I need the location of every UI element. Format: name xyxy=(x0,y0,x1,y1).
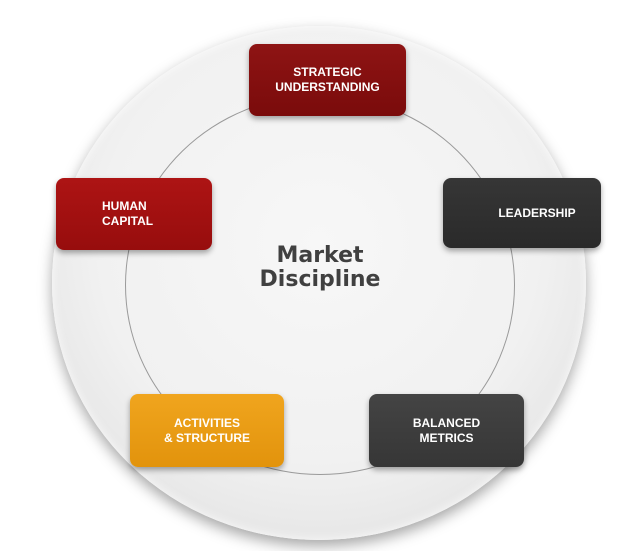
node-label-line1: ACTIVITIES xyxy=(173,415,240,430)
center-title: Market Discipline xyxy=(220,244,420,292)
center-title-line1: Market xyxy=(276,243,364,268)
node-label-line1: HUMAN xyxy=(102,199,147,213)
node-label-line2: UNDERSTANDING xyxy=(275,80,380,94)
node-activities-structure: ACTIVITIES & STRUCTURE xyxy=(130,394,284,467)
node-human-capital: HUMAN CAPITAL xyxy=(56,178,212,250)
node-label-line2: & STRUCTURE xyxy=(164,430,250,445)
node-label-line1: LEADERSHIP xyxy=(498,205,576,220)
node-balanced-metrics: BALANCED METRICS xyxy=(369,394,524,467)
node-label-line1: BALANCED xyxy=(412,415,481,430)
node-leadership: LEADERSHIP xyxy=(443,178,601,248)
node-label-line2: CAPITAL xyxy=(102,214,154,228)
node-strategic-understanding: STRATEGIC UNDERSTANDING xyxy=(249,44,406,116)
node-label-line1: STRATEGIC xyxy=(293,65,362,79)
node-label-line2: METRICS xyxy=(419,430,474,445)
center-title-line2: Discipline xyxy=(259,267,381,292)
